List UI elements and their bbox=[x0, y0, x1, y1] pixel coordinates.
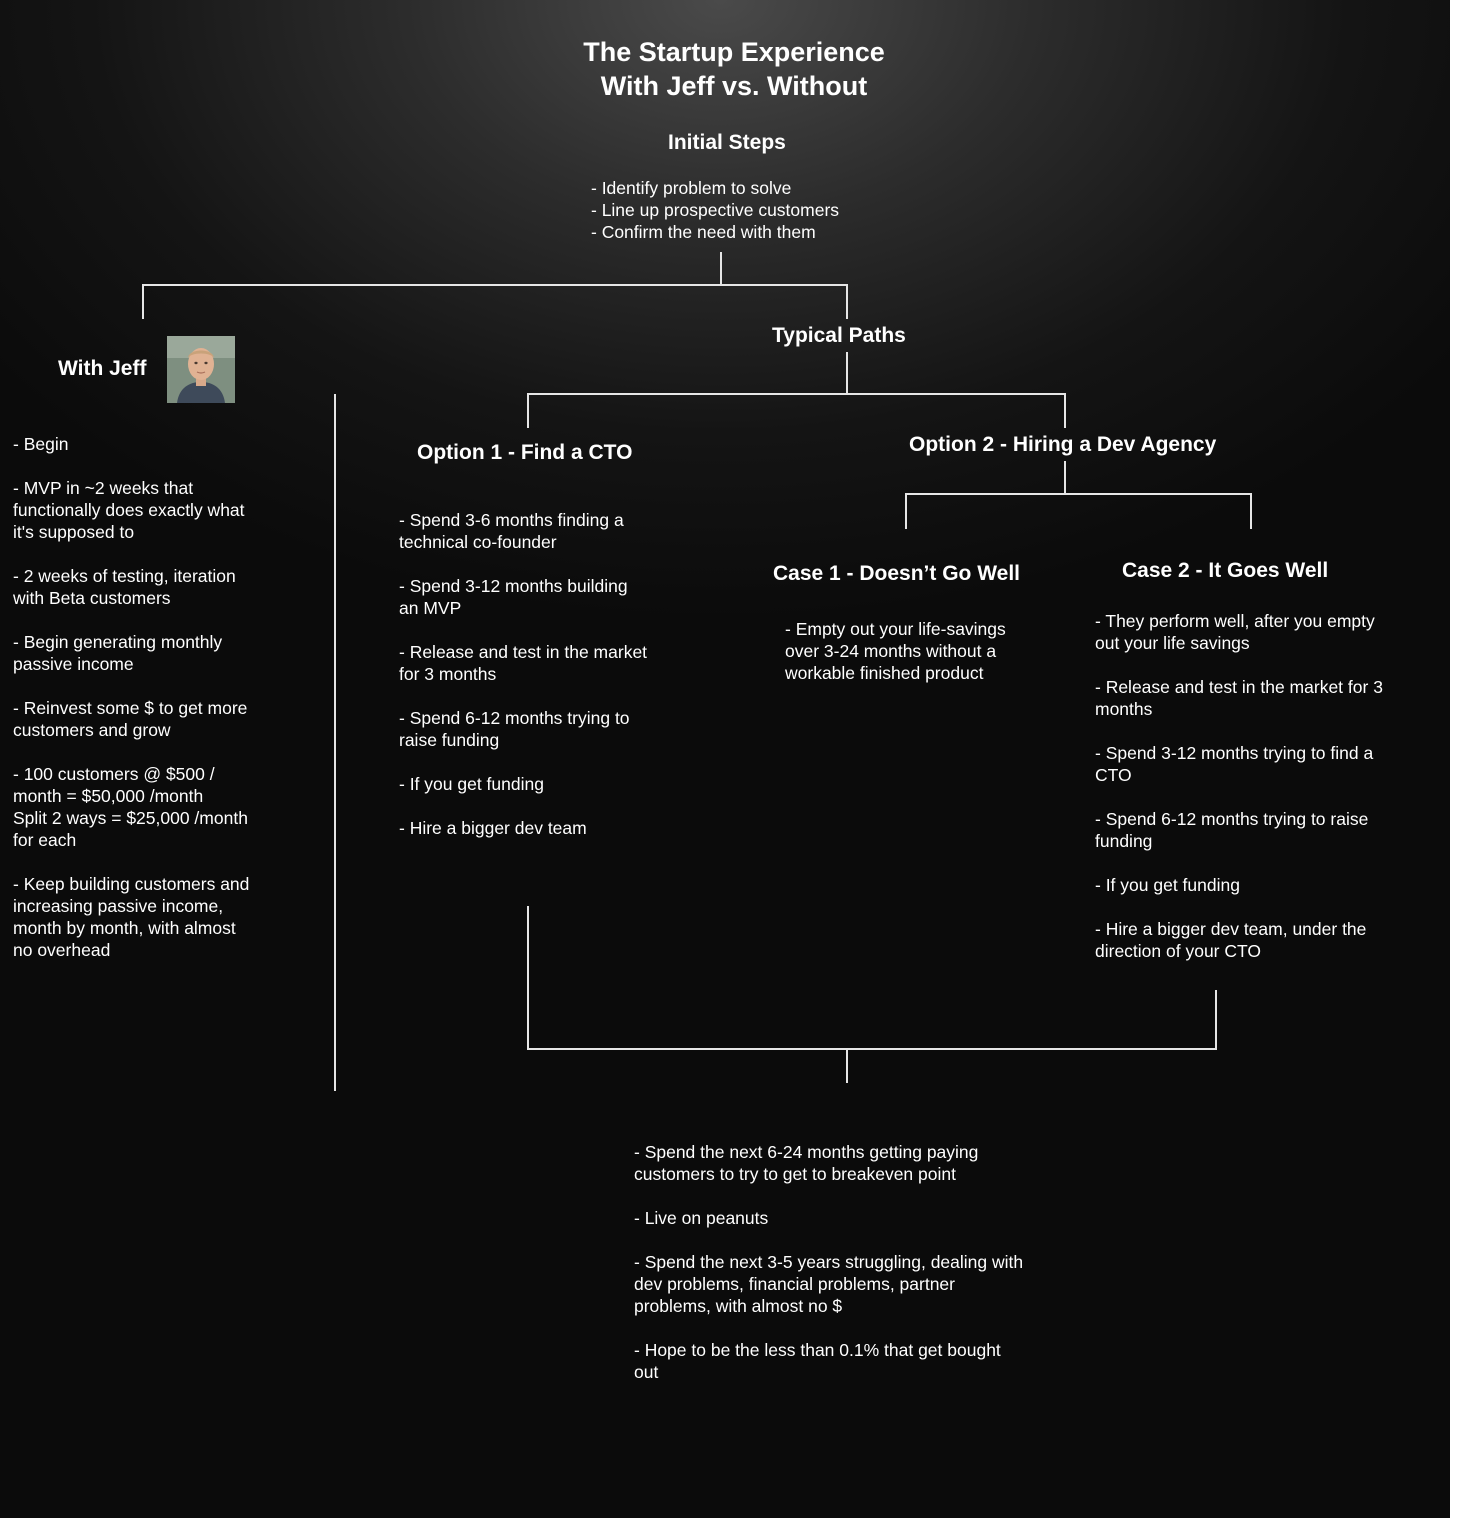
connector-line bbox=[720, 252, 722, 286]
option1-heading: Option 1 - Find a CTO bbox=[417, 441, 633, 464]
connector-line bbox=[1215, 990, 1217, 1050]
connector-line bbox=[527, 1048, 1217, 1050]
list-item: - Spend 6-12 months trying to raise fund… bbox=[1095, 809, 1369, 851]
connector-line bbox=[527, 393, 1066, 395]
typical-paths-heading: Typical Paths bbox=[772, 324, 906, 347]
list-item: - They perform well, after you empty out… bbox=[1095, 611, 1375, 653]
connector-line bbox=[846, 352, 848, 394]
connector-line bbox=[846, 284, 848, 319]
case1-list: - Empty out your life-savings over 3-24 … bbox=[785, 618, 1006, 706]
option1-list: - Spend 3-6 months finding a technical c… bbox=[399, 509, 647, 861]
list-item: - Identify problem to solve bbox=[591, 178, 792, 198]
list-item: - Begin generating monthly passive incom… bbox=[13, 632, 223, 674]
connector-line bbox=[142, 284, 848, 286]
person-photo-icon bbox=[167, 336, 235, 403]
connector-line bbox=[905, 493, 907, 529]
list-item: - Spend 6-12 months trying to raise fund… bbox=[399, 708, 630, 750]
connector-line bbox=[1064, 461, 1066, 495]
list-item: - Release and test in the market for 3 m… bbox=[1095, 677, 1383, 719]
list-item: - Spend 3-6 months finding a technical c… bbox=[399, 510, 624, 552]
list-item: - Line up prospective customers bbox=[591, 200, 840, 220]
list-item: - Spend the next 6-24 months getting pay… bbox=[634, 1142, 979, 1184]
list-item: - Confirm the need with them bbox=[591, 222, 816, 242]
connector-line bbox=[1250, 493, 1252, 529]
divider-line bbox=[334, 394, 336, 1091]
list-item: - If you get funding bbox=[399, 774, 544, 794]
option2-heading: Option 2 - Hiring a Dev Agency bbox=[909, 433, 1217, 456]
initial-steps-heading: Initial Steps bbox=[668, 131, 786, 154]
connector-line bbox=[527, 906, 529, 1050]
list-item: - Hire a bigger dev team, under the dire… bbox=[1095, 919, 1367, 961]
case2-heading: Case 2 - It Goes Well bbox=[1122, 559, 1329, 582]
list-item: - If you get funding bbox=[1095, 875, 1240, 895]
list-item: - 100 customers @ $500 / month = $50,000… bbox=[13, 764, 248, 850]
connector-line bbox=[905, 493, 1252, 495]
with-jeff-heading: With Jeff bbox=[58, 357, 147, 380]
with-jeff-list: - Begin - MVP in ~2 weeks that functiona… bbox=[13, 433, 249, 983]
list-item: - 2 weeks of testing, iteration with Bet… bbox=[13, 566, 236, 608]
list-item: - Live on peanuts bbox=[634, 1208, 769, 1228]
connector-line bbox=[142, 284, 144, 319]
connector-line bbox=[1064, 393, 1066, 428]
diagram-title: The Startup Experience With Jeff vs. Wit… bbox=[534, 35, 934, 103]
list-item: - Hire a bigger dev team bbox=[399, 818, 587, 838]
title-line-1: The Startup Experience bbox=[583, 37, 885, 67]
diagram-canvas: The Startup Experience With Jeff vs. Wit… bbox=[0, 0, 1450, 1518]
list-item: - Spend 3-12 months trying to find a CTO bbox=[1095, 743, 1374, 785]
case2-list: - They perform well, after you empty out… bbox=[1095, 610, 1383, 984]
list-item: - Spend 3-12 months building an MVP bbox=[399, 576, 628, 618]
connector-line bbox=[527, 393, 529, 428]
list-item: - Empty out your life-savings over 3-24 … bbox=[785, 619, 1006, 683]
list-item: - MVP in ~2 weeks that functionally does… bbox=[13, 478, 245, 542]
outcome-list: - Spend the next 6-24 months getting pay… bbox=[634, 1141, 1023, 1405]
list-item: - Keep building customers and increasing… bbox=[13, 874, 250, 960]
initial-steps-list: - Identify problem to solve - Line up pr… bbox=[591, 177, 839, 243]
avatar bbox=[167, 336, 235, 403]
list-item: - Hope to be the less than 0.1% that get… bbox=[634, 1340, 1001, 1382]
list-item: - Release and test in the market for 3 m… bbox=[399, 642, 648, 684]
list-item: - Reinvest some $ to get more customers … bbox=[13, 698, 248, 740]
list-item: - Begin bbox=[13, 434, 69, 454]
list-item: - Spend the next 3-5 years struggling, d… bbox=[634, 1252, 1024, 1316]
title-line-2: With Jeff vs. Without bbox=[600, 71, 868, 101]
connector-line bbox=[846, 1048, 848, 1083]
case1-heading: Case 1 - Doesn’t Go Well bbox=[773, 562, 1021, 585]
